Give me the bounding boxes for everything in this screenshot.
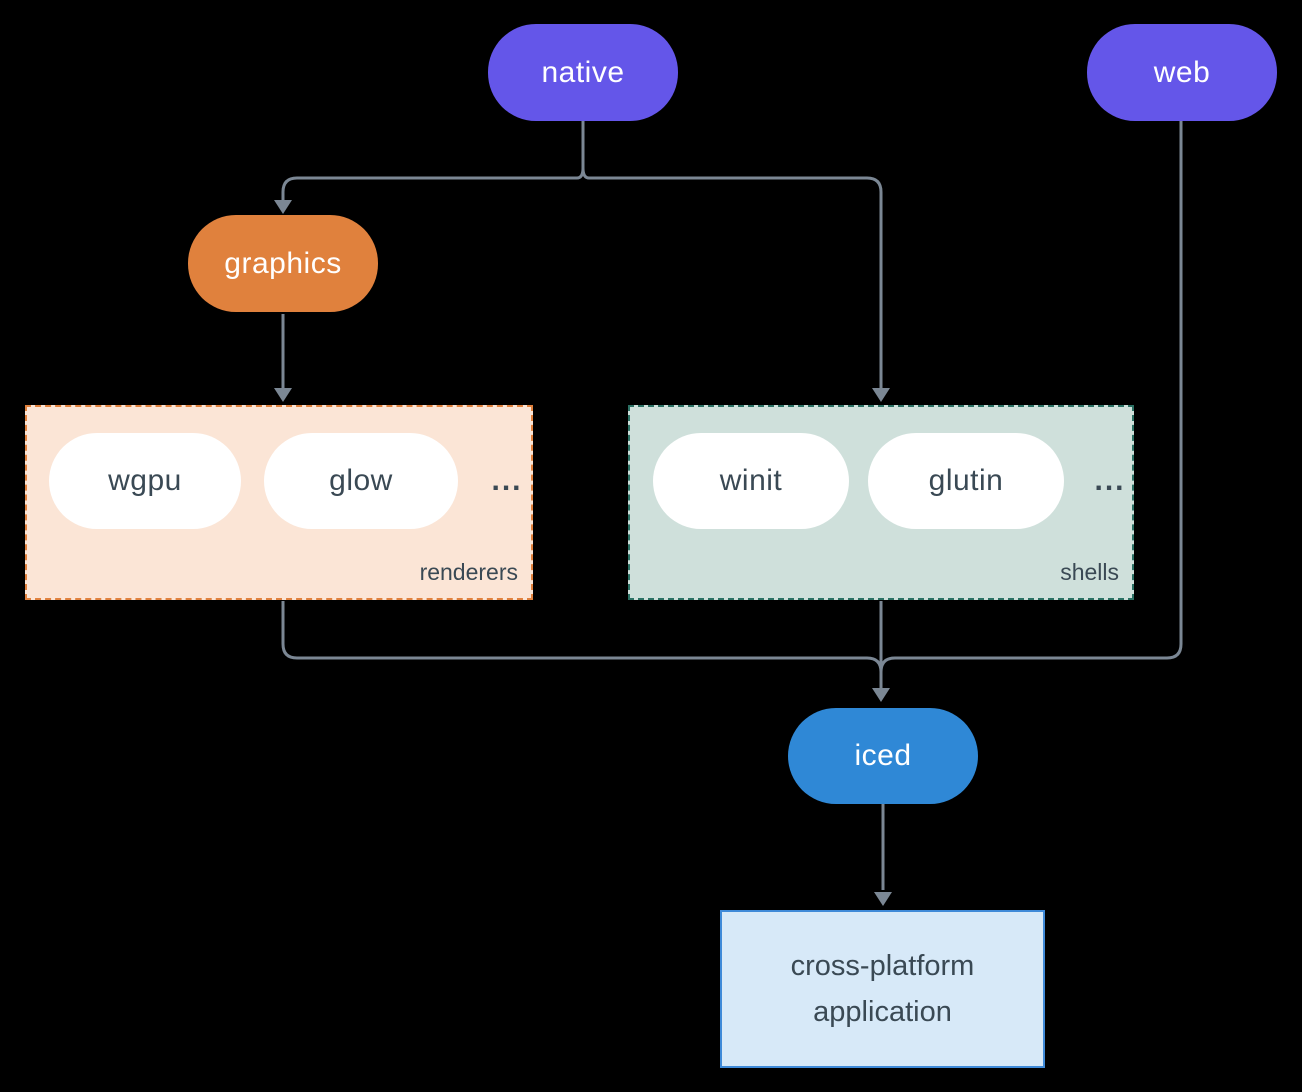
node-glutin-label: glutin [928, 464, 1004, 497]
node-winit-label: winit [719, 464, 783, 497]
group-shells: winit glutin ... shells [628, 405, 1134, 600]
shells-group-label: shells [1060, 559, 1119, 585]
arrowhead-shells-in [872, 388, 890, 402]
arrowhead-graphics [274, 200, 292, 214]
node-wgpu-label: wgpu [108, 464, 182, 497]
arrowhead-app-in [874, 892, 892, 906]
node-graphics: graphics [188, 215, 378, 312]
edge-renderers-to-iced [281, 601, 883, 673]
arrowhead-iced-in [872, 688, 890, 702]
node-web: web [1087, 24, 1277, 121]
renderers-ellipsis: ... [491, 464, 523, 497]
edge-native-to-shells [581, 121, 883, 388]
node-iced: iced [788, 708, 978, 804]
node-native-label: native [541, 55, 625, 89]
group-renderers: wgpu glow ... renderers [25, 405, 533, 600]
node-web-label: web [1153, 55, 1211, 89]
node-glow-label: glow [329, 464, 393, 497]
node-glutin: glutin [868, 433, 1064, 529]
node-iced-label: iced [854, 739, 912, 772]
node-winit: winit [653, 433, 849, 529]
node-graphics-label: graphics [224, 246, 342, 280]
node-glow: glow [264, 433, 458, 529]
shells-ellipsis: ... [1094, 464, 1126, 497]
arrowhead-renderers-in [274, 388, 292, 402]
node-native: native [488, 24, 678, 121]
edge-web-to-iced [879, 121, 1183, 673]
node-app-label: cross-platform application [790, 950, 975, 1028]
renderers-group-label: renderers [419, 559, 518, 585]
node-cross-platform-application: cross-platform application [720, 910, 1045, 1068]
edge-native-to-graphics [281, 121, 585, 202]
node-wgpu: wgpu [49, 433, 241, 529]
